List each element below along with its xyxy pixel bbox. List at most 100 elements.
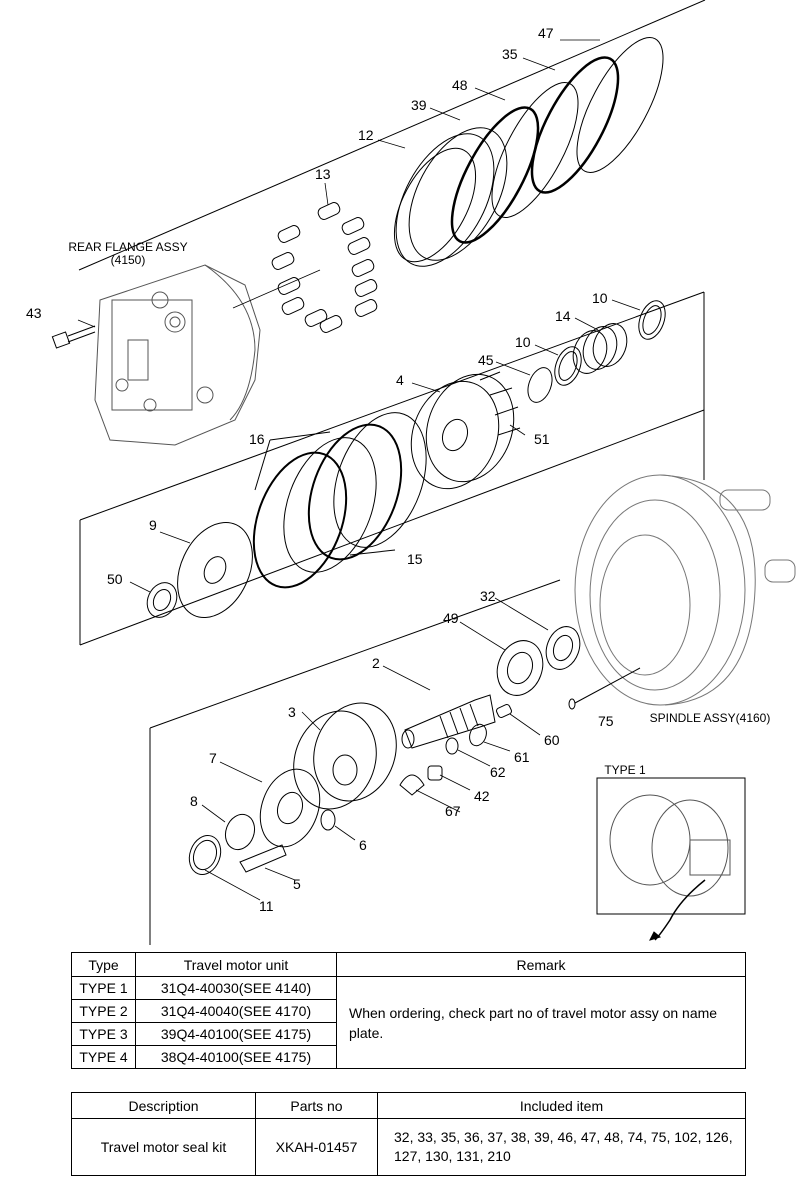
part-label-11: 11 bbox=[259, 898, 274, 914]
frame-line bbox=[79, 291, 705, 521]
o-ring-35 bbox=[530, 56, 620, 194]
plate-16a bbox=[252, 451, 348, 589]
part-label-13: 13 bbox=[315, 166, 331, 182]
kit-table-header: Description Parts no Included item bbox=[71, 1092, 746, 1119]
part-label-15: 15 bbox=[407, 551, 423, 567]
part-label-42: 42 bbox=[474, 788, 490, 804]
part-label-47: 47 bbox=[538, 25, 554, 41]
springs-13 bbox=[271, 202, 378, 333]
part-label-61: 61 bbox=[514, 749, 530, 765]
part-label-5: 5 bbox=[293, 876, 301, 892]
header-travel-motor-unit: Travel motor unit bbox=[135, 952, 337, 977]
table-row: TYPE 3 39Q4-40100(SEE 4175) bbox=[71, 1022, 746, 1046]
type-cell: TYPE 1 bbox=[71, 976, 136, 1000]
part-label-45: 45 bbox=[478, 352, 494, 368]
o-ring-47 bbox=[576, 36, 664, 174]
ring-45 bbox=[527, 367, 553, 403]
washer-10b bbox=[554, 346, 582, 386]
part-label-39: 39 bbox=[411, 97, 427, 113]
unit-cell: 39Q4-40100(SEE 4175) bbox=[135, 1022, 337, 1046]
table-row: TYPE 4 38Q4-40100(SEE 4175) bbox=[71, 1045, 746, 1069]
header-description: Description bbox=[71, 1092, 256, 1119]
type1-motor bbox=[609, 794, 691, 886]
frame-line bbox=[79, 409, 705, 646]
piston-12-back bbox=[408, 127, 508, 261]
type-cell: TYPE 2 bbox=[71, 999, 136, 1023]
part-label-14: 14 bbox=[555, 308, 571, 324]
header-remark: Remark bbox=[336, 952, 746, 977]
part-label-16: 16 bbox=[249, 431, 265, 447]
part-6 bbox=[320, 809, 336, 831]
part-label-43: 43 bbox=[26, 305, 42, 321]
piston-12 bbox=[395, 133, 495, 267]
travel-motor-type-table: Type Travel motor unit Remark TYPE 1 31Q… bbox=[71, 952, 746, 1069]
frame-line bbox=[78, 0, 706, 271]
spring-60 bbox=[496, 703, 512, 719]
part-label-8: 8 bbox=[190, 793, 198, 809]
type1-inset-frame bbox=[596, 777, 746, 915]
part-62 bbox=[445, 737, 459, 755]
part-label-2: 2 bbox=[372, 655, 380, 671]
rear-flange-assy bbox=[94, 264, 261, 446]
exploded-parts-diagram: 47 35 48 39 12 13 REAR FLANGE ASSY (4150… bbox=[26, 0, 796, 945]
type1-caption: TYPE 1 bbox=[604, 763, 646, 777]
type-table-header: Type Travel motor unit Remark bbox=[71, 952, 746, 977]
plate-16b bbox=[307, 423, 403, 561]
spindle-assy-caption: SPINDLE ASSY(4160) bbox=[649, 711, 771, 725]
parts-no-cell: XKAH-01457 bbox=[255, 1118, 378, 1176]
header-type: Type bbox=[71, 952, 136, 977]
rear-flange-ref: (4150) bbox=[110, 253, 146, 267]
remark-cell: When ordering, check part no of travel m… bbox=[336, 976, 746, 1069]
piston-12-inner bbox=[393, 147, 477, 263]
part-label-49: 49 bbox=[443, 610, 459, 626]
part-label-10-b: 10 bbox=[515, 334, 531, 350]
header-included-item: Included item bbox=[377, 1092, 746, 1119]
unit-cell: 31Q4-40040(SEE 4170) bbox=[135, 999, 337, 1023]
pin-5 bbox=[239, 844, 287, 873]
part-label-48: 48 bbox=[452, 77, 468, 93]
seal-kit-table: Description Parts no Included item Trave… bbox=[71, 1092, 746, 1176]
o-ring-39 bbox=[450, 106, 540, 244]
type-cell: TYPE 3 bbox=[71, 1022, 136, 1046]
header-parts-no: Parts no bbox=[255, 1092, 378, 1119]
table-row: Travel motor seal kit XKAH-01457 32, 33,… bbox=[71, 1118, 746, 1176]
table-row: TYPE 1 31Q4-40030(SEE 4140) When orderin… bbox=[71, 976, 746, 1069]
spring-14 bbox=[592, 323, 628, 367]
cylinder-3 bbox=[293, 710, 377, 810]
part-label-50: 50 bbox=[107, 571, 123, 587]
part-label-62: 62 bbox=[490, 764, 506, 780]
description-cell: Travel motor seal kit bbox=[71, 1118, 256, 1176]
plate-15b bbox=[333, 412, 427, 548]
plate-7 bbox=[259, 768, 321, 848]
unit-cell: 31Q4-40030(SEE 4140) bbox=[135, 976, 337, 1000]
plate-4 bbox=[410, 380, 500, 490]
ring-11 bbox=[188, 835, 222, 875]
part-label-3: 3 bbox=[288, 704, 296, 720]
leader-75 bbox=[574, 667, 641, 704]
part-label-7: 7 bbox=[209, 750, 217, 766]
shaft-2 bbox=[401, 694, 496, 749]
part-label-9: 9 bbox=[149, 517, 157, 533]
part-42 bbox=[427, 765, 443, 781]
unit-cell: 38Q4-40100(SEE 4175) bbox=[135, 1045, 337, 1069]
washer-10a bbox=[638, 300, 666, 340]
part-label-32: 32 bbox=[480, 588, 496, 604]
part-61 bbox=[469, 723, 487, 747]
part-label-10-a: 10 bbox=[592, 290, 608, 306]
part-8 bbox=[224, 813, 256, 851]
part-label-75: 75 bbox=[598, 713, 614, 729]
part-label-60: 60 bbox=[544, 732, 560, 748]
part-label-6: 6 bbox=[359, 837, 367, 853]
spindle-assy bbox=[574, 474, 796, 706]
part-label-35: 35 bbox=[502, 46, 518, 62]
part-label-67: 67 bbox=[445, 803, 461, 819]
o-ring-48 bbox=[491, 81, 579, 219]
bolt-43 bbox=[51, 325, 96, 349]
part-label-12: 12 bbox=[358, 127, 374, 143]
seal-32 bbox=[545, 626, 581, 670]
part-label-51: 51 bbox=[534, 431, 550, 447]
part-label-4: 4 bbox=[396, 372, 404, 388]
bearing-49 bbox=[496, 640, 544, 696]
rear-flange-title: REAR FLANGE ASSY bbox=[68, 240, 188, 254]
included-item-cell: 32, 33, 35, 36, 37, 38, 39, 46, 47, 48, … bbox=[377, 1118, 746, 1176]
